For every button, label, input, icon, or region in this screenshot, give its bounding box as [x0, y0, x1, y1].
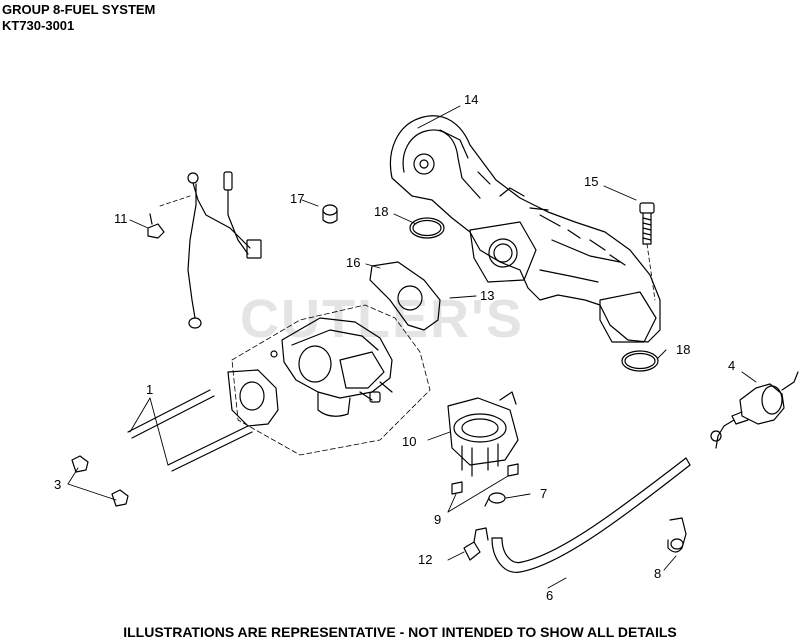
callout-12: 12	[418, 552, 432, 567]
gasket-upper	[409, 217, 445, 239]
callout-14: 14	[464, 92, 478, 107]
fuel-pump	[447, 391, 519, 477]
fitting	[322, 204, 338, 224]
flange-nuts	[71, 455, 129, 507]
callout-18-upper: 18	[374, 204, 388, 219]
callout-8: 8	[654, 566, 661, 581]
diagram-title: GROUP 8-FUEL SYSTEM	[2, 2, 156, 17]
carburetor	[231, 304, 431, 456]
callout-7: 7	[540, 486, 547, 501]
callout-17: 17	[290, 191, 304, 206]
fuel-filter	[710, 371, 799, 449]
elbow-fitting	[463, 527, 489, 561]
carburetor-gasket	[369, 261, 441, 331]
ground-screw	[147, 213, 165, 239]
hose-clip	[667, 517, 687, 553]
intake-manifold	[389, 115, 661, 343]
pump-screws	[451, 463, 519, 495]
callout-10: 10	[402, 434, 416, 449]
disclaimer-footer: ILLUSTRATIONS ARE REPRESENTATIVE - NOT I…	[123, 624, 677, 640]
callout-18-lower: 18	[676, 342, 690, 357]
leader-lines	[67, 105, 757, 589]
mounting-studs	[127, 389, 253, 472]
fuel-hose	[491, 457, 691, 573]
callout-3: 3	[54, 477, 61, 492]
callout-11: 11	[114, 211, 128, 226]
wire-harness	[159, 171, 262, 329]
gasket-lower	[621, 350, 659, 372]
callout-4: 4	[728, 358, 735, 373]
callout-13: 13	[480, 288, 494, 303]
manifold-screw	[639, 202, 656, 301]
model-number: KT730-3001	[2, 18, 75, 33]
callout-6: 6	[546, 588, 553, 603]
callout-16: 16	[346, 255, 360, 270]
hose-clamp-small	[484, 492, 506, 507]
flange-gasket	[227, 369, 279, 427]
callout-1: 1	[146, 382, 153, 397]
callout-15: 15	[584, 174, 598, 189]
callout-9: 9	[434, 512, 441, 527]
